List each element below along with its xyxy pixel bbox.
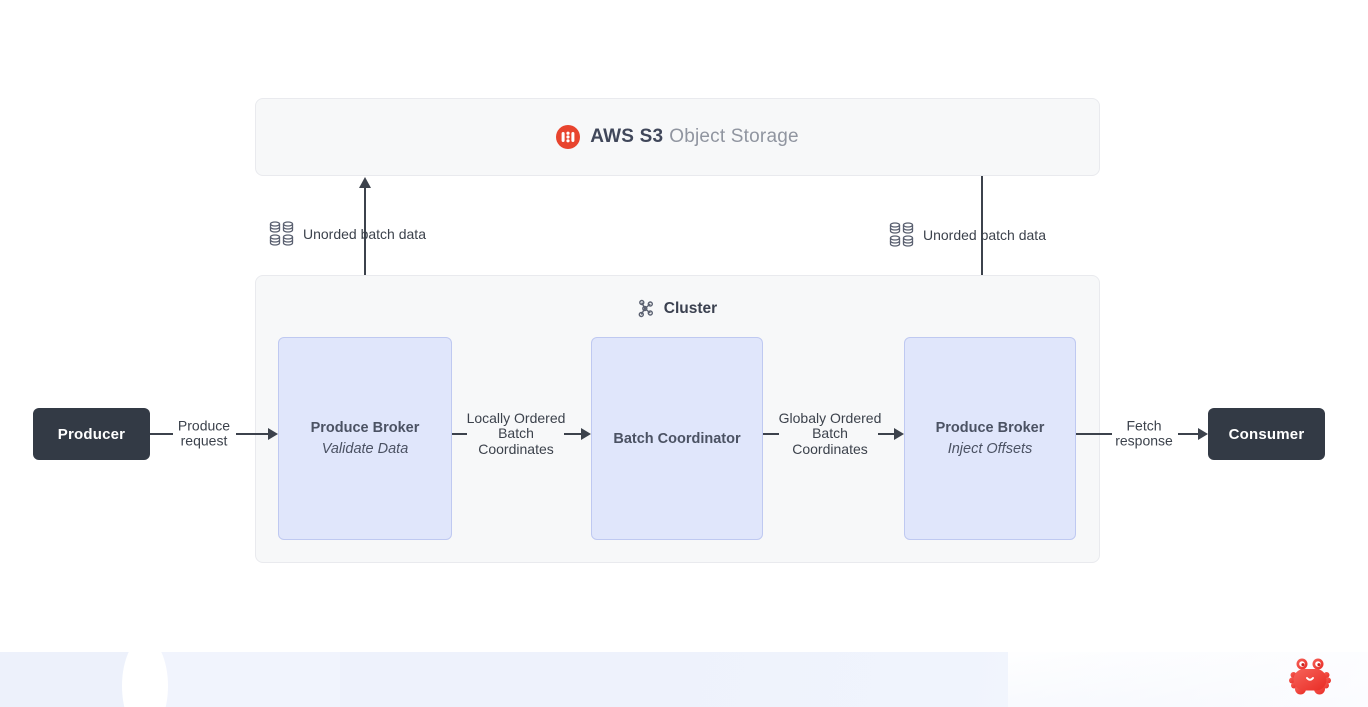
unorded-batch-data-right-label: Unorded batch data <box>923 226 1046 243</box>
cluster-header: Cluster <box>637 299 717 318</box>
crab-icon <box>1288 656 1332 696</box>
footer-decorative-panel <box>122 652 340 707</box>
edge-line-fetch-response <box>1178 433 1199 435</box>
consumer-node: Consumer <box>1208 408 1325 460</box>
edge-label-globally-ordered: Globaly Ordered Batch Coordinates <box>778 409 882 457</box>
edge-line-produce-request <box>150 433 173 435</box>
cluster-title: Cluster <box>663 299 718 317</box>
node-produce-broker-inject: Produce Broker Inject Offsets <box>904 337 1076 540</box>
producer-label: Producer <box>57 425 126 443</box>
node-subtitle: Inject Offsets <box>947 441 1033 457</box>
edge-line-globally-ordered <box>763 433 779 435</box>
edge-line-locally-ordered <box>564 433 582 435</box>
unorded-batch-data-right: Unorded batch data <box>882 217 1052 252</box>
node-subtitle: Validate Data <box>321 441 409 457</box>
storage-title-bold: AWS S3 <box>590 126 664 147</box>
edge-label-produce-request: Produce request <box>177 417 231 449</box>
node-title: Produce Broker <box>310 420 420 436</box>
database-grid-icon <box>268 220 295 247</box>
edge-line-locally-ordered <box>452 433 467 435</box>
producer-node: Producer <box>33 408 150 460</box>
edge-label-locally-ordered: Locally Ordered Batch Coordinates <box>466 409 566 457</box>
storage-title-rest: Object Storage <box>669 126 799 147</box>
s3-bucket-icon <box>556 125 581 149</box>
edge-label-fetch-response: Fetch response <box>1115 417 1173 449</box>
unorded-batch-data-left: Unorded batch data <box>262 216 432 251</box>
edge-line-broker1-to-s3 <box>364 188 366 337</box>
edge-line-fetch-response <box>1076 433 1112 435</box>
edge-line-globally-ordered <box>878 433 895 435</box>
node-produce-broker-validate: Produce Broker Validate Data <box>278 337 452 540</box>
arrowhead-right-icon <box>1198 428 1208 440</box>
footer-band <box>0 652 1368 707</box>
arrowhead-up-icon <box>359 177 371 188</box>
arrowhead-right-icon <box>894 428 904 440</box>
database-grid-icon <box>888 221 915 248</box>
node-batch-coordinator: Batch Coordinator <box>591 337 763 540</box>
consumer-label: Consumer <box>1228 425 1305 443</box>
node-title: Batch Coordinator <box>613 430 741 447</box>
edge-line-s3-to-broker2 <box>981 176 983 327</box>
node-title: Produce Broker <box>935 420 1045 436</box>
arrowhead-right-icon <box>268 428 278 440</box>
edge-line-produce-request <box>236 433 269 435</box>
cluster-nodes-icon <box>637 299 656 318</box>
arrowhead-right-icon <box>581 428 591 440</box>
